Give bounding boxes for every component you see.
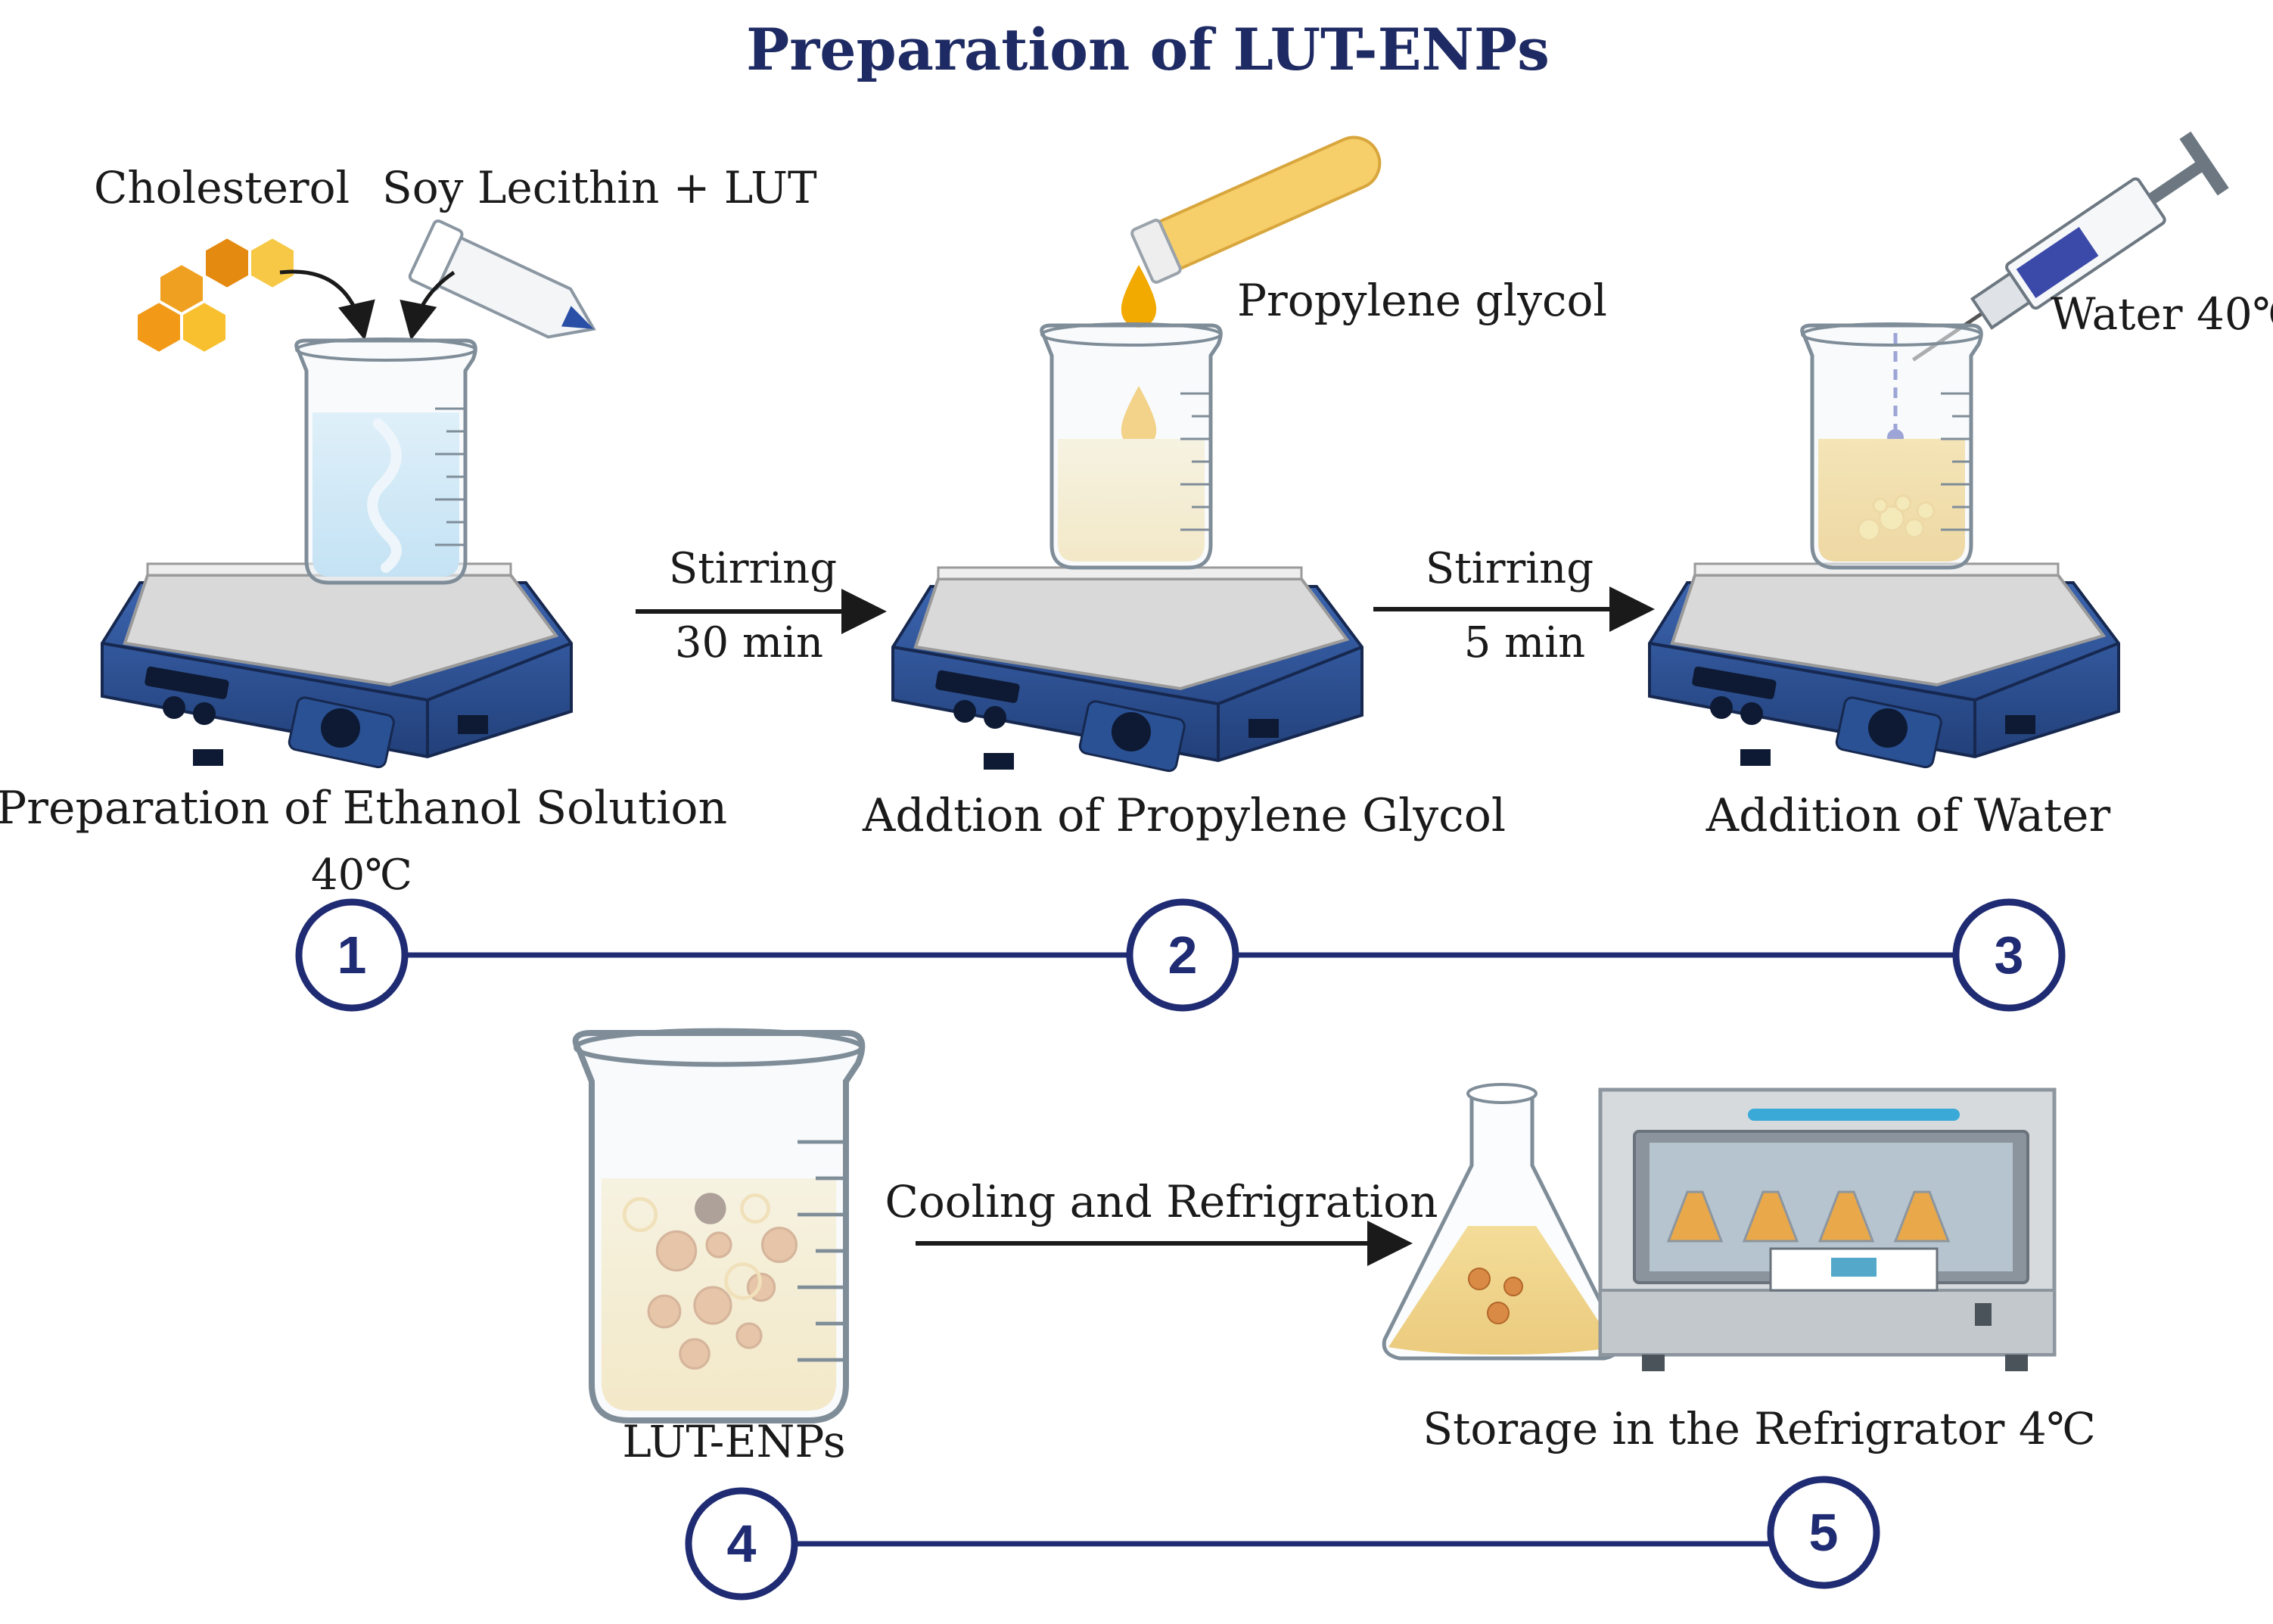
step-4-number: 4 bbox=[727, 1514, 757, 1573]
propylene-glycol-label: Propylene glycol bbox=[1237, 275, 1607, 326]
step-5-label: Storage in the Refrigrator 4℃ bbox=[1423, 1403, 2095, 1454]
step-1-label: Preparation of Ethanol Solution bbox=[0, 782, 727, 835]
cooling-arrow-label: Cooling and Refrigration bbox=[885, 1176, 1438, 1227]
step-4-illustration bbox=[576, 1031, 863, 1420]
step-3-number: 3 bbox=[1995, 926, 2024, 985]
step-3-label: Addition of Water bbox=[1706, 789, 2111, 842]
step-4-marker: 4 bbox=[689, 1491, 794, 1597]
page-title: Preparation of LUT-ENPs bbox=[746, 16, 1550, 83]
stirring-arrow-1-top-label: Stirring bbox=[669, 544, 837, 593]
curved-arrow-icon bbox=[279, 269, 375, 341]
water-label: Water 40℃ bbox=[2051, 288, 2273, 340]
step-2-number: 2 bbox=[1168, 926, 1198, 985]
curved-arrow-icon bbox=[400, 270, 456, 341]
cholesterol-molecule-icon bbox=[135, 235, 297, 356]
step-3-marker: 3 bbox=[1956, 902, 2062, 1008]
stirring-arrow-1-bottom-label: 30 min bbox=[675, 618, 823, 667]
step-1-number: 1 bbox=[337, 926, 367, 985]
test-tube-icon bbox=[1130, 135, 1382, 284]
syringe-icon bbox=[1911, 131, 2229, 362]
stirring-arrow-2-bottom-label: 5 min bbox=[1464, 618, 1586, 667]
step-4-label: LUT-ENPs bbox=[622, 1416, 845, 1467]
step-1-sublabel: 40℃ bbox=[311, 851, 412, 900]
soy-lecithin-label: Soy Lecithin + LUT bbox=[382, 162, 817, 213]
step-3-illustration bbox=[1648, 131, 2229, 770]
refrigerator-icon bbox=[1598, 1087, 2057, 1371]
stirring-arrow-2-top-label: Stirring bbox=[1426, 544, 1594, 593]
cholesterol-label: Cholesterol bbox=[94, 162, 350, 213]
step-1-marker: 1 bbox=[299, 902, 405, 1008]
step-2-label: Addtion of Propylene Glycol bbox=[862, 789, 1506, 842]
eppendorf-tube-icon bbox=[408, 219, 596, 339]
drop-icon bbox=[1121, 265, 1157, 328]
step-5-illustration bbox=[1382, 1083, 2057, 1371]
step-5-number: 5 bbox=[1809, 1503, 1839, 1562]
step-2-marker: 2 bbox=[1130, 902, 1236, 1008]
step-2-illustration bbox=[891, 135, 1382, 774]
step-1-illustration bbox=[101, 219, 596, 770]
step-5-marker: 5 bbox=[1771, 1479, 1877, 1585]
